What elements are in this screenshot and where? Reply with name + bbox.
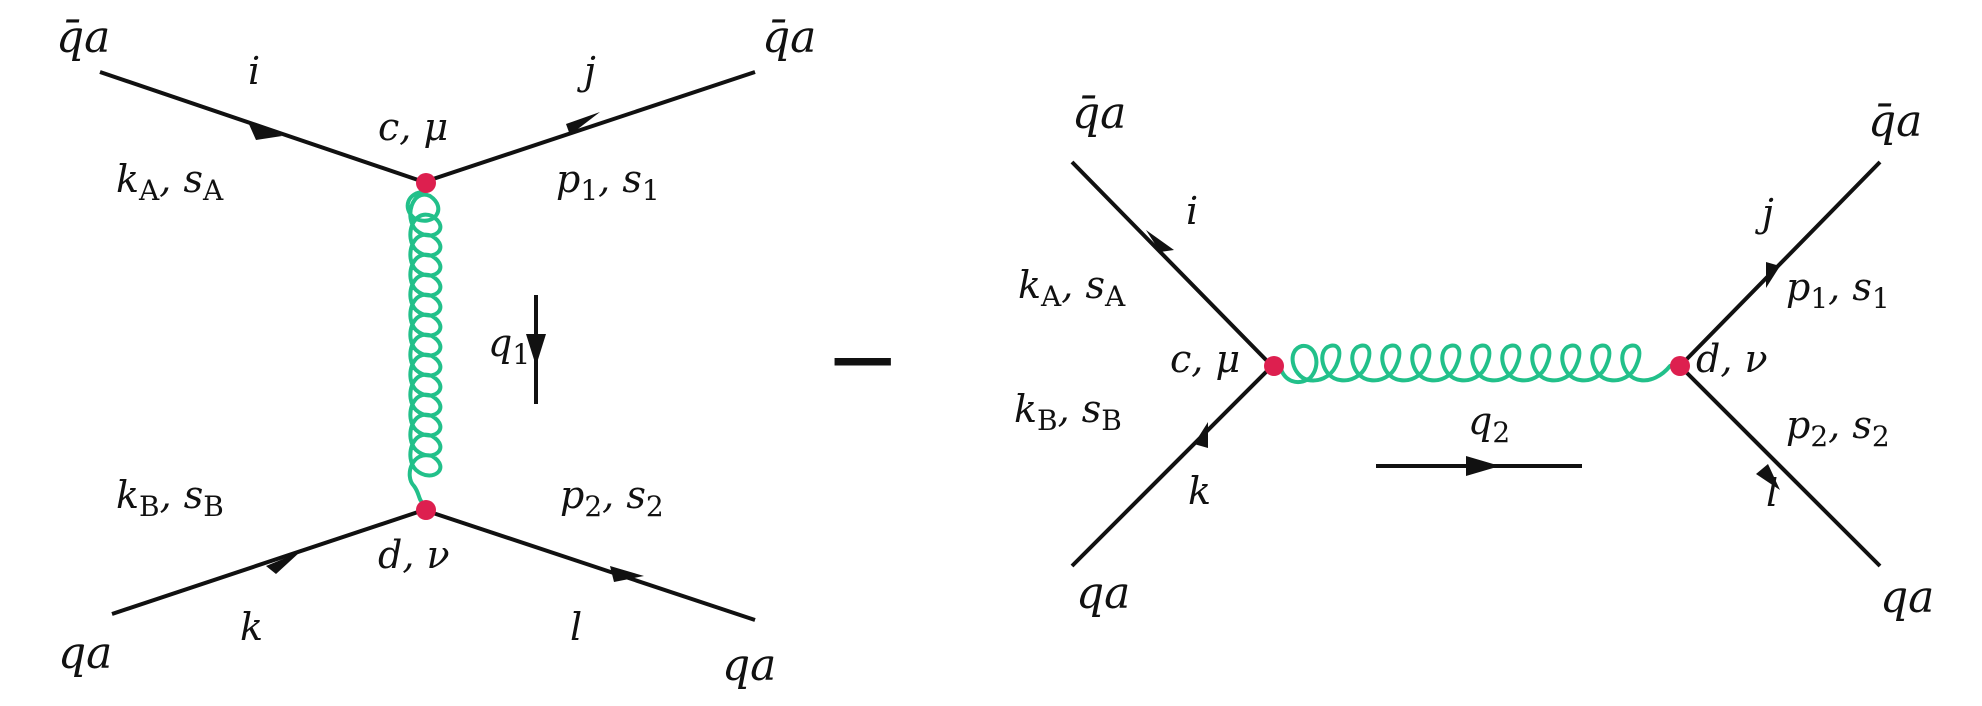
label-momentum-kB-sB: kB, sB	[1014, 387, 1122, 437]
label-index-k: k	[240, 605, 263, 649]
arrow-bottom-right	[610, 566, 644, 582]
label-vertex-bottom: d, ν	[378, 533, 450, 577]
label-momentum-kB-sB: kB, sB	[116, 473, 224, 523]
label-momentum-p2-s2: p2, s2	[1786, 403, 1890, 453]
vertex-bottom	[416, 500, 436, 520]
label-index-l: l	[570, 605, 582, 649]
label-momentum-p2-s2: p2, s2	[560, 473, 664, 523]
label-vertex-left: c, μ	[1170, 337, 1240, 381]
label-index-i: i	[1186, 189, 1198, 233]
momentum-arrowhead-q1	[526, 334, 546, 366]
fermion-line-top-left	[1070, 160, 1274, 368]
label-momentum-kA-sA: kA, sA	[116, 157, 224, 207]
diagram-t-channel: q̄a q̄a qa qa i j k l c, μ d, ν kA, sA p…	[56, 12, 816, 691]
label-gluon-q1: q1	[488, 321, 530, 371]
fermion-line-top-right	[423, 70, 756, 184]
label-bl-particle: qa	[1076, 568, 1130, 619]
vertex-left	[1264, 356, 1284, 376]
label-momentum-kA-sA: kA, sA	[1018, 263, 1126, 313]
arrow-top-right	[1766, 262, 1780, 288]
label-momentum-p1-s1: p1, s1	[1786, 265, 1890, 315]
label-bl-particle: qa	[58, 628, 112, 679]
label-tr-particle: q̄a	[762, 12, 816, 63]
fermion-line-bottom-right	[1678, 364, 1882, 568]
label-gluon-q2: q2	[1468, 399, 1510, 449]
label-index-l: l	[1766, 471, 1778, 515]
label-index-j: j	[1755, 191, 1774, 235]
label-index-i: i	[248, 49, 260, 93]
arrow-bottom-left	[266, 552, 300, 574]
label-br-particle: qa	[1880, 572, 1934, 623]
gluon-line-horizontal	[1278, 343, 1672, 384]
label-index-j: j	[577, 49, 596, 93]
arrow-bottom-left	[1194, 422, 1208, 448]
arrow-top-right	[566, 112, 600, 135]
diagram-s-channel: q̄a q̄a qa qa i j k l c, μ d, ν kA, sA k…	[1014, 88, 1934, 623]
arrow-top-left	[1146, 230, 1174, 252]
label-br-particle: qa	[722, 640, 776, 691]
fermion-line-top-left	[99, 70, 425, 184]
label-tl-particle: q̄a	[1072, 88, 1126, 139]
fermion-line-bottom-left	[111, 508, 425, 616]
label-tl-particle: q̄a	[56, 12, 110, 63]
label-vertex-right: d, ν	[1696, 337, 1768, 381]
label-vertex-top: c, μ	[378, 105, 448, 149]
vertex-top	[416, 173, 436, 193]
relation-minus: −	[825, 307, 900, 412]
label-momentum-p1-s1: p1, s1	[556, 157, 660, 207]
momentum-arrowhead-q2	[1466, 456, 1500, 476]
gluon-line-vertical	[405, 190, 443, 506]
fermion-line-bottom-right	[423, 508, 756, 622]
vertex-right	[1670, 356, 1690, 376]
fermion-line-bottom-left	[1070, 364, 1274, 568]
label-index-k: k	[1188, 469, 1211, 513]
arrow-bottom-right	[1756, 464, 1780, 490]
label-tr-particle: q̄a	[1868, 96, 1922, 147]
arrow-top-left	[248, 122, 282, 140]
fermion-line-top-right	[1678, 160, 1882, 368]
